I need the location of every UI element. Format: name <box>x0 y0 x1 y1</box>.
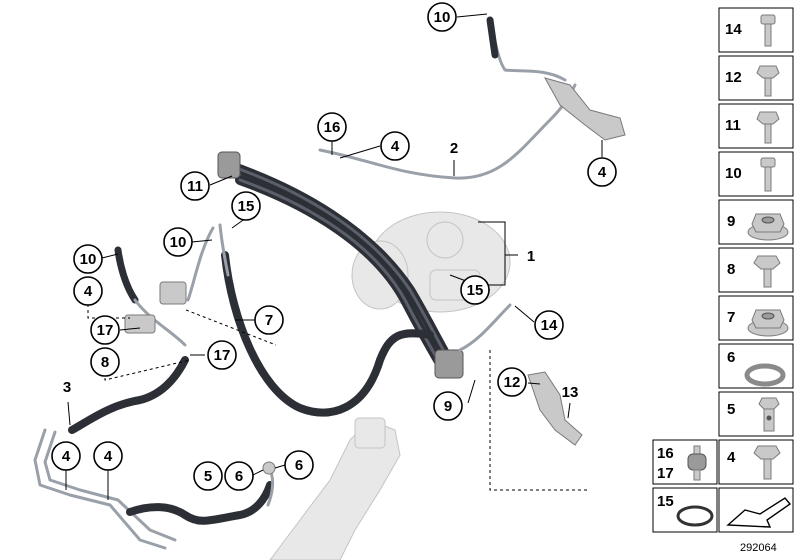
parts-legend: 14 12 11 10 <box>652 7 794 533</box>
legend-item-6[interactable]: 6 <box>718 343 794 389</box>
legend-item-10[interactable]: 10 <box>718 151 794 197</box>
svg-text:4: 4 <box>84 283 93 300</box>
svg-text:4: 4 <box>391 138 400 155</box>
callout-10-left[interactable]: 10 <box>73 244 103 274</box>
svg-text:1: 1 <box>527 248 535 265</box>
sealing-ring-icon <box>744 363 786 387</box>
svg-text:11: 11 <box>725 117 741 134</box>
svg-text:5: 5 <box>727 401 735 418</box>
callout-4-upper[interactable]: 4 <box>380 131 410 161</box>
svg-text:2: 2 <box>450 140 458 157</box>
hex-bolt-icon <box>753 445 781 480</box>
callout-7[interactable]: 7 <box>254 305 284 335</box>
svg-text:5: 5 <box>204 468 212 485</box>
svg-text:16: 16 <box>657 445 674 462</box>
rubber-mount-icon <box>687 445 707 481</box>
svg-text:11: 11 <box>187 178 203 195</box>
legend-item-7[interactable]: 7 <box>718 295 794 341</box>
svg-text:17: 17 <box>657 465 674 482</box>
svg-text:9: 9 <box>727 213 735 230</box>
cap-screw-icon <box>760 14 776 47</box>
legend-item-16-17[interactable]: 16 17 <box>652 439 718 485</box>
svg-text:14: 14 <box>541 317 558 334</box>
svg-text:17: 17 <box>97 322 114 339</box>
hex-bolt-icon <box>756 111 780 144</box>
hose-lines <box>33 16 626 550</box>
callout-3[interactable]: 3 <box>63 379 71 396</box>
callout-6-left[interactable]: 6 <box>224 461 254 491</box>
svg-text:16: 16 <box>324 119 341 136</box>
svg-text:4: 4 <box>104 448 113 465</box>
callout-17-right[interactable]: 17 <box>207 340 237 370</box>
callout-14[interactable]: 14 <box>534 310 564 340</box>
svg-text:15: 15 <box>238 198 255 215</box>
svg-text:10: 10 <box>725 165 742 182</box>
legend-item-9[interactable]: 9 <box>718 199 794 245</box>
o-ring-icon <box>676 505 714 527</box>
callout-2[interactable]: 2 <box>450 140 458 157</box>
callout-15-lower[interactable]: 15 <box>460 275 490 305</box>
leader-lines <box>65 13 603 500</box>
svg-text:8: 8 <box>727 261 735 278</box>
diagram-reference-number: 292064 <box>740 542 777 554</box>
svg-text:6: 6 <box>295 457 303 474</box>
legend-item-11[interactable]: 11 <box>718 103 794 149</box>
svg-text:8: 8 <box>101 354 109 371</box>
callout-4-right[interactable]: 4 <box>587 157 617 187</box>
steering-rack-illustration <box>269 417 401 560</box>
callout-16[interactable]: 16 <box>317 112 347 142</box>
svg-text:7: 7 <box>265 312 273 329</box>
svg-text:7: 7 <box>727 309 735 326</box>
flange-nut-icon <box>747 309 789 337</box>
svg-text:13: 13 <box>562 384 579 401</box>
svg-text:10: 10 <box>434 9 451 26</box>
callout-4-left[interactable]: 4 <box>73 276 103 306</box>
callout-11[interactable]: 11 <box>180 171 210 201</box>
callout-9[interactable]: 9 <box>433 391 463 421</box>
callout-10-middle[interactable]: 10 <box>163 227 193 257</box>
svg-text:12: 12 <box>504 374 521 391</box>
legend-item-14[interactable]: 14 <box>718 7 794 53</box>
flange-nut-icon <box>747 213 789 241</box>
callout-4-bottom-middle[interactable]: 4 <box>93 441 123 471</box>
callout-4-bottom-left[interactable]: 4 <box>51 441 81 471</box>
svg-text:6: 6 <box>727 349 735 366</box>
svg-text:3: 3 <box>63 379 71 396</box>
svg-text:9: 9 <box>444 398 452 415</box>
svg-text:15: 15 <box>657 493 674 510</box>
callout-17-left[interactable]: 17 <box>90 315 120 345</box>
svg-text:15: 15 <box>467 282 484 299</box>
legend-item-12[interactable]: 12 <box>718 55 794 101</box>
svg-text:12: 12 <box>725 69 742 86</box>
callout-5[interactable]: 5 <box>193 461 223 491</box>
legend-item-arrow[interactable] <box>718 487 794 533</box>
svg-text:17: 17 <box>214 347 231 364</box>
svg-text:4: 4 <box>62 448 71 465</box>
hex-bolt-icon <box>756 65 780 97</box>
legend-item-15[interactable]: 15 <box>652 487 718 533</box>
legend-item-4[interactable]: 4 <box>718 439 794 485</box>
svg-text:10: 10 <box>170 234 187 251</box>
arrow-icon <box>726 497 792 528</box>
callout-15-upper[interactable]: 15 <box>231 191 261 221</box>
svg-text:10: 10 <box>80 251 97 268</box>
svg-text:6: 6 <box>235 468 243 485</box>
cap-screw-icon <box>760 157 776 192</box>
callout-1[interactable]: 1 <box>527 248 535 265</box>
svg-text:14: 14 <box>725 21 742 38</box>
banjo-bolt-icon <box>758 397 780 432</box>
svg-text:4: 4 <box>598 164 607 181</box>
svg-text:4: 4 <box>727 449 736 466</box>
callout-6-right[interactable]: 6 <box>284 450 314 480</box>
legend-item-8[interactable]: 8 <box>718 247 794 293</box>
hex-bolt-icon <box>753 255 781 288</box>
callout-10-top[interactable]: 10 <box>427 2 457 32</box>
callout-8[interactable]: 8 <box>90 347 120 377</box>
legend-item-5[interactable]: 5 <box>718 391 794 437</box>
callout-13[interactable]: 13 <box>562 384 579 401</box>
callout-12[interactable]: 12 <box>497 367 527 397</box>
